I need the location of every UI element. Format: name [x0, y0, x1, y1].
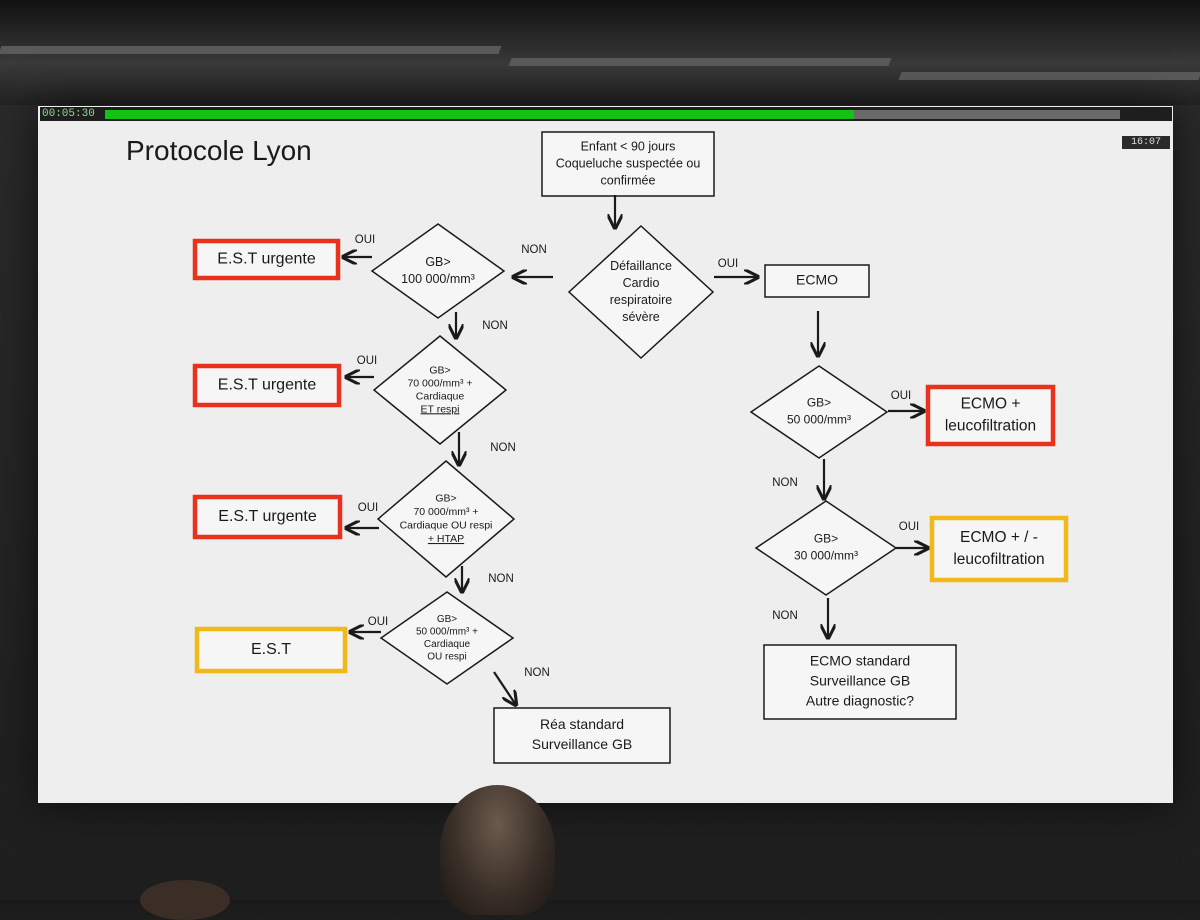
- node-d1-line-1: 100 000/mm³: [401, 272, 475, 286]
- node-e2-line-1: 30 000/mm³: [794, 549, 858, 563]
- node-r2-box: [192, 363, 342, 408]
- node-d3-line-1: 70 000/mm³ +: [413, 506, 478, 518]
- node-d3-line-3: + HTAP: [428, 533, 464, 545]
- edge-label-non-0: NON: [521, 244, 547, 256]
- node-defaillance-diamond: [567, 224, 715, 360]
- node-ecmo-line-0: ECMO: [796, 272, 838, 288]
- node-er2-line-1: leucofiltration: [953, 551, 1044, 568]
- node-defaillance-line-2: respiratoire: [610, 293, 673, 307]
- node-start-box: [541, 131, 715, 197]
- node-d3-line-2: Cardiaque OU respi: [400, 520, 493, 532]
- node-start-line-2: confirmée: [601, 173, 656, 187]
- node-defaillance-line-1: Cardio: [623, 276, 660, 290]
- presentation-progress-bar: [105, 110, 1120, 119]
- node-ecmo_std-line-1: Surveillance GB: [810, 673, 910, 689]
- node-d2-line-0: GB>: [429, 364, 450, 376]
- edge-label-non-3: NON: [482, 320, 508, 332]
- audience-shoulder: [140, 880, 230, 920]
- edge-label-oui-6: OUI: [358, 502, 378, 514]
- arrow-d4-to-rea: [493, 671, 516, 705]
- node-defaillance-line-3: sévère: [622, 310, 660, 324]
- node-start-line-1: Coqueluche suspectée ou: [556, 156, 701, 170]
- node-er2-box: [929, 515, 1069, 583]
- edge-label-oui-8: OUI: [368, 616, 388, 628]
- node-d2-line-3: ET respi: [421, 403, 460, 415]
- node-ecmo-box: [764, 264, 870, 298]
- edge-label-non-11: NON: [772, 477, 798, 489]
- edge-label-oui-4: OUI: [357, 355, 377, 367]
- node-r2-line-0: E.S.T urgente: [218, 377, 317, 394]
- node-d2-line-2: Cardiaque: [416, 390, 465, 402]
- node-r3-box: [192, 494, 343, 540]
- edge-label-non-7: NON: [488, 573, 514, 585]
- node-r3-line-0: E.S.T urgente: [218, 508, 317, 525]
- edge-label-non-5: NON: [490, 442, 516, 454]
- node-d4-diamond: [379, 591, 515, 685]
- node-er1-line-0: ECMO +: [961, 396, 1021, 413]
- node-rea-line-1: Surveillance GB: [532, 736, 632, 752]
- node-r4-line-0: E.S.T: [251, 641, 291, 658]
- node-start-line-0: Enfant < 90 jours: [581, 139, 676, 153]
- edge-label-non-13: NON: [772, 610, 798, 622]
- node-e1-diamond: [749, 365, 889, 459]
- node-e2-line-0: GB>: [814, 532, 838, 546]
- node-d4-line-1: 50 000/mm³ +: [416, 626, 478, 637]
- room-ceiling: [0, 0, 1200, 105]
- flowchart: Protocole Lyon Enfant < 90 joursCoqueluc…: [126, 131, 1069, 764]
- node-er1-line-1: leucofiltration: [945, 418, 1036, 435]
- edge-label-oui-2: OUI: [355, 234, 375, 246]
- edge-label-oui-12: OUI: [899, 521, 919, 533]
- node-rea-box: [493, 707, 671, 764]
- node-d4-line-2: Cardiaque: [424, 639, 471, 650]
- node-d2-diamond: [372, 335, 508, 445]
- audience-head: [440, 785, 555, 915]
- projection-screen: [38, 106, 1173, 803]
- node-d2-line-1: 70 000/mm³ +: [407, 377, 472, 389]
- edge-label-oui-10: OUI: [891, 390, 911, 402]
- node-e1-line-1: 50 000/mm³: [787, 413, 851, 427]
- node-e1-line-0: GB>: [807, 396, 831, 410]
- current-time-clock: 16:07: [1122, 136, 1170, 149]
- node-d1-diamond: [370, 223, 506, 319]
- node-defaillance-line-0: Défaillance: [610, 259, 672, 273]
- node-r4-box: [194, 626, 348, 674]
- node-ecmo_std-line-2: Autre diagnostic?: [806, 693, 914, 709]
- node-er2-line-0: ECMO + / -: [960, 529, 1038, 546]
- slide-title: Protocole Lyon: [126, 135, 312, 166]
- node-ecmo_std-line-0: ECMO standard: [810, 653, 910, 669]
- presentation-progress-fill: [105, 110, 855, 119]
- node-r1-line-0: E.S.T urgente: [217, 251, 316, 268]
- node-er1-box: [925, 384, 1056, 447]
- node-e2-diamond: [754, 500, 898, 596]
- node-ecmo_std-box: [763, 644, 957, 720]
- node-rea-line-0: Réa standard: [540, 716, 624, 732]
- node-d1-line-0: GB>: [425, 255, 450, 269]
- node-d3-line-0: GB>: [435, 493, 456, 505]
- node-d3-diamond: [376, 460, 516, 578]
- node-d4-line-0: GB>: [437, 614, 457, 625]
- node-d4-line-3: OU respi: [427, 651, 466, 662]
- edge-label-non-9: NON: [524, 667, 550, 679]
- node-r1-box: [192, 238, 341, 281]
- edge-label-oui-1: OUI: [718, 258, 738, 270]
- elapsed-timer: 00:05:30: [42, 108, 95, 120]
